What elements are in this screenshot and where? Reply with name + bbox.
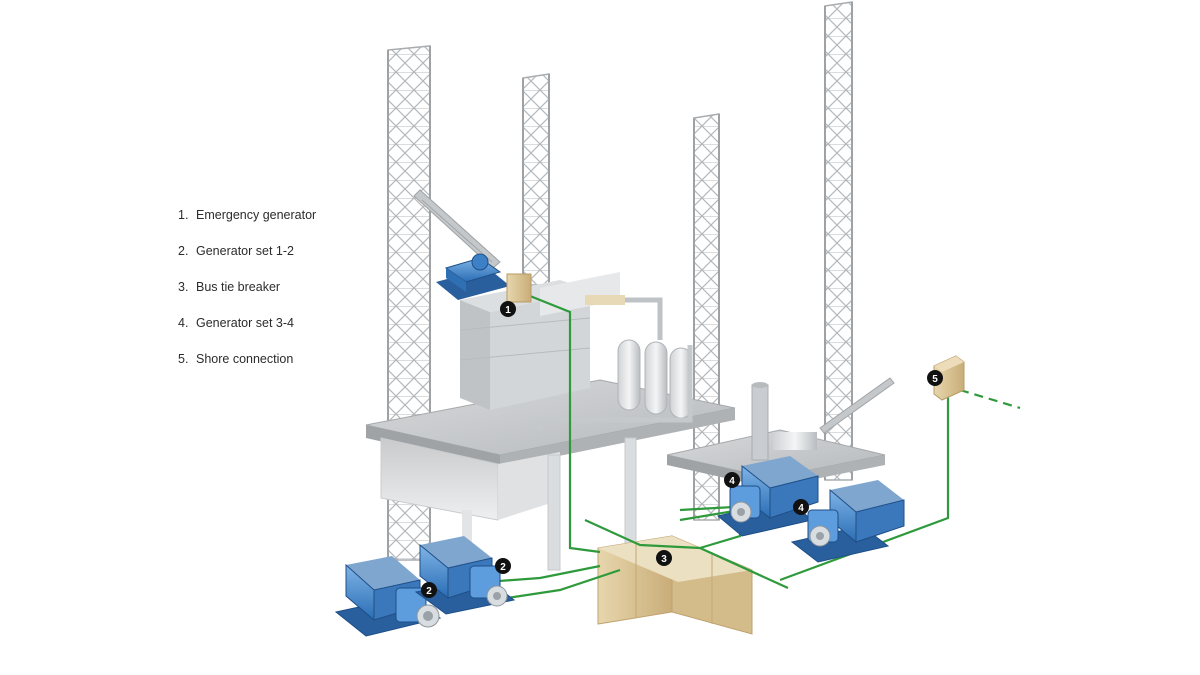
legend-label: Emergency generator bbox=[196, 208, 317, 222]
generator-set-2 bbox=[414, 536, 516, 615]
svg-text:4: 4 bbox=[729, 476, 735, 487]
legend-number: 2. bbox=[178, 244, 189, 258]
svg-text:5: 5 bbox=[932, 374, 938, 385]
legend-number: 5. bbox=[178, 352, 189, 366]
svg-text:2: 2 bbox=[500, 562, 506, 573]
legend-label: Bus tie breaker bbox=[196, 280, 281, 294]
marker-generator-set-1: 2 bbox=[421, 582, 437, 598]
legend-item-emergency-generator: 1. Emergency generator bbox=[178, 206, 316, 242]
generator-set-3 bbox=[716, 456, 819, 537]
accommodation-block bbox=[459, 272, 620, 410]
legend-item-generator-set-3-4: 4. Generator set 3-4 bbox=[178, 314, 316, 350]
legend-label: Generator set 3-4 bbox=[196, 316, 294, 330]
main-switchboard bbox=[597, 535, 753, 635]
power-lines bbox=[454, 290, 1021, 608]
marker-emergency-generator: 1 bbox=[500, 301, 516, 317]
process-tanks bbox=[537, 295, 693, 430]
marker-bus-tie-breaker: 3 bbox=[656, 550, 672, 566]
generator-set-1 bbox=[334, 556, 442, 637]
marker-generator-set-3: 4 bbox=[724, 472, 740, 488]
marker-generator-set-2: 2 bbox=[495, 558, 511, 574]
svg-text:3: 3 bbox=[661, 554, 667, 565]
emergency-generator bbox=[436, 253, 510, 300]
legend: 1. Emergency generator 2. Generator set … bbox=[178, 206, 316, 386]
legend-item-shore-connection: 5. Shore connection bbox=[178, 350, 316, 386]
marker-shore-connection: 5 bbox=[927, 370, 943, 386]
marker-generator-set-4: 4 bbox=[793, 499, 809, 515]
svg-text:4: 4 bbox=[798, 503, 804, 514]
legend-item-generator-set-1-2: 2. Generator set 1-2 bbox=[178, 242, 316, 278]
legend-number: 4. bbox=[178, 316, 189, 330]
legend-number: 1. bbox=[178, 208, 189, 222]
legend-number: 3. bbox=[178, 280, 189, 294]
legend-item-bus-tie-breaker: 3. Bus tie breaker bbox=[178, 278, 316, 314]
rig-leg-right-tall bbox=[824, 1, 853, 481]
shore-connection-box bbox=[933, 355, 965, 401]
emergency-switchboard bbox=[506, 273, 532, 303]
svg-text:1: 1 bbox=[505, 305, 511, 316]
rig-leg-middle bbox=[522, 73, 550, 286]
generator-set-4 bbox=[790, 480, 905, 563]
legend-label: Generator set 1-2 bbox=[196, 244, 294, 258]
svg-text:2: 2 bbox=[426, 586, 432, 597]
legend-label: Shore connection bbox=[196, 352, 294, 366]
